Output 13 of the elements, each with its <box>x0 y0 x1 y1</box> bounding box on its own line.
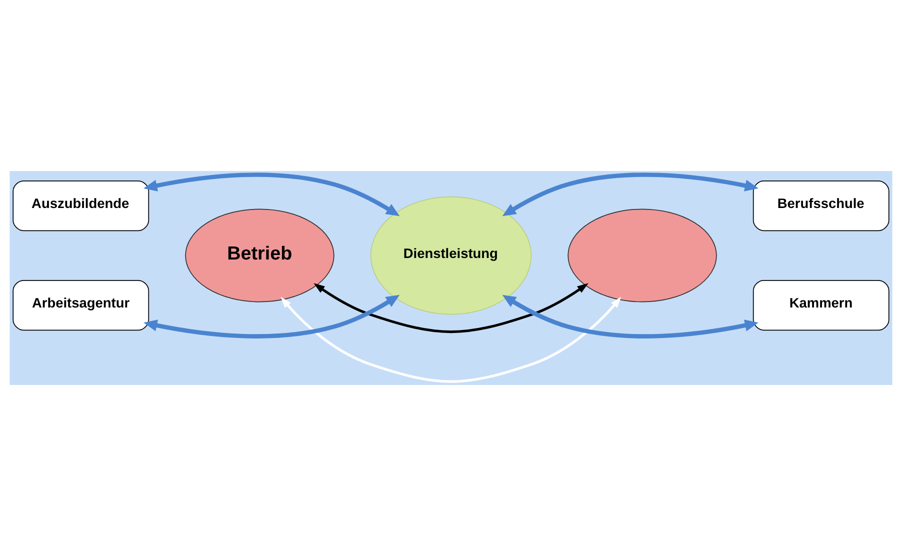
node-box: Arbeitsagentur <box>12 279 150 330</box>
node-box: Kammern <box>752 279 890 330</box>
node-box: Auszubildende <box>12 180 150 231</box>
arrow <box>502 294 758 338</box>
arrow <box>144 294 400 338</box>
node-box: Berufsschule <box>752 180 890 231</box>
arrow <box>280 296 622 382</box>
node-ellipse <box>568 208 717 302</box>
arrow <box>314 282 588 333</box>
arrow <box>144 172 400 216</box>
arrow <box>502 172 758 216</box>
node-ellipse: Dienstleistung <box>370 196 532 314</box>
node-ellipse: Betrieb <box>185 208 334 302</box>
